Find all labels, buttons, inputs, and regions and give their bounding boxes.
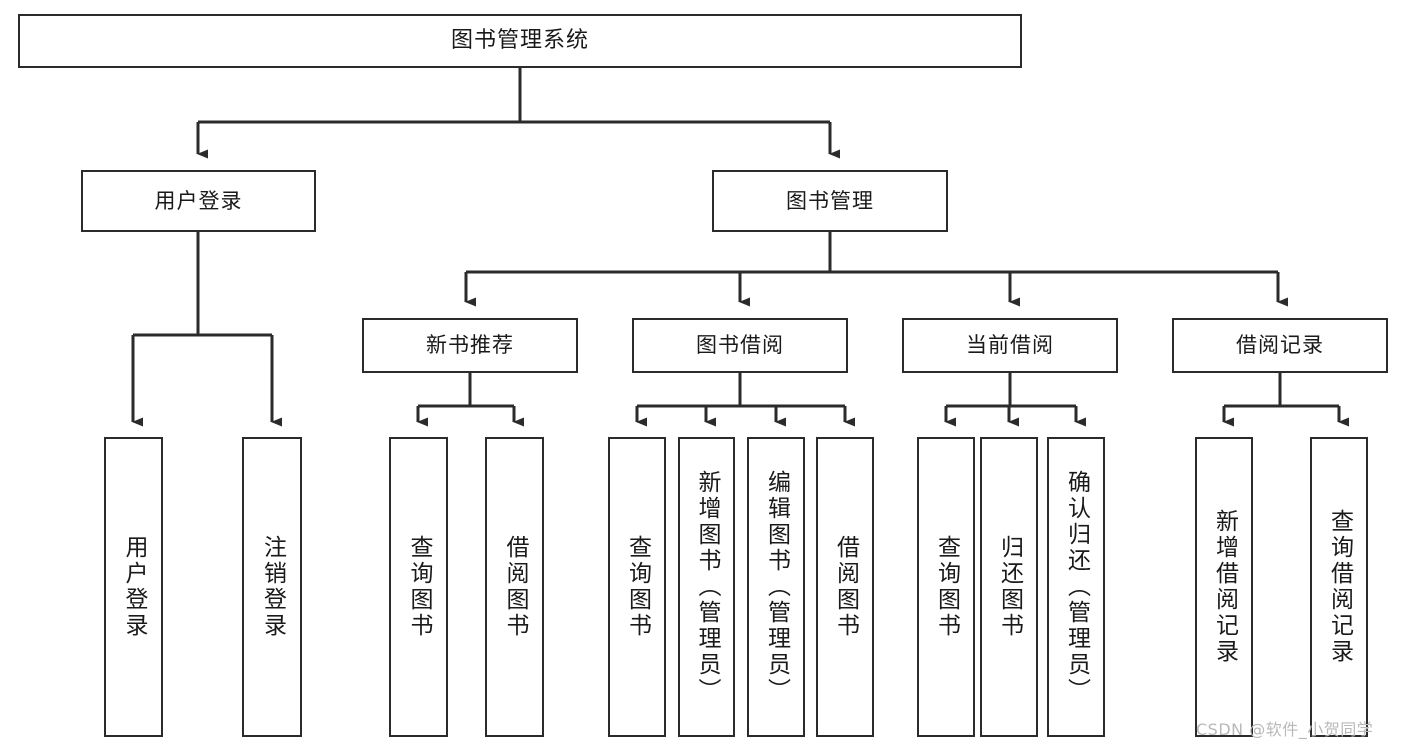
node-label: 借阅图书 [832,535,859,639]
node-leaf-user-login[interactable]: 用户登录 [104,437,163,737]
node-label: 当前借阅 [966,333,1054,358]
node-new-book-recommend[interactable]: 新书推荐 [362,318,578,373]
node-leaf-confirm-return-admin[interactable]: 确认归还（管理员） [1047,437,1105,737]
node-label: 确认归还（管理员） [1063,470,1090,704]
node-leaf-return-book[interactable]: 归还图书 [980,437,1038,737]
node-label: 图书借阅 [696,333,784,358]
node-leaf-borrow-book[interactable]: 借阅图书 [816,437,874,737]
node-label: 图书管理 [786,188,874,213]
node-label: 归还图书 [996,535,1023,639]
node-leaf-query-book-borrow[interactable]: 查询图书 [608,437,666,737]
node-user-login[interactable]: 用户登录 [81,170,316,232]
node-leaf-edit-book-admin[interactable]: 编辑图书（管理员） [747,437,805,737]
node-label: 新增借阅记录 [1211,509,1238,665]
node-label: 图书管理系统 [450,28,589,54]
node-current-borrow[interactable]: 当前借阅 [902,318,1118,373]
node-leaf-logout[interactable]: 注销登录 [242,437,302,737]
node-label: 注销登录 [259,535,286,639]
node-label: 借阅图书 [502,535,528,639]
node-label: 新书推荐 [426,333,514,358]
node-label: 新增图书（管理员） [694,470,720,704]
node-leaf-add-borrow-record[interactable]: 新增借阅记录 [1195,437,1253,737]
node-label: 借阅记录 [1236,333,1324,358]
node-label: 编辑图书（管理员） [763,470,790,704]
node-label: 查询图书 [406,535,432,639]
node-book-management-system[interactable]: 图书管理系统 [18,14,1022,68]
node-label: 查询借阅记录 [1326,509,1353,665]
node-label: 用户登录 [121,535,147,639]
node-book-borrow[interactable]: 图书借阅 [632,318,848,373]
node-leaf-query-borrow-record[interactable]: 查询借阅记录 [1310,437,1368,737]
node-label: 查询图书 [933,535,960,639]
node-label: 查询图书 [624,535,651,639]
node-leaf-borrow-book-recommend[interactable]: 借阅图书 [485,437,544,737]
node-leaf-query-book-current[interactable]: 查询图书 [917,437,975,737]
node-book-management[interactable]: 图书管理 [712,170,948,232]
node-leaf-add-book-admin[interactable]: 新增图书（管理员） [678,437,735,737]
node-leaf-query-book-recommend[interactable]: 查询图书 [389,437,448,737]
node-borrow-record[interactable]: 借阅记录 [1172,318,1388,373]
node-label: 用户登录 [154,188,243,213]
